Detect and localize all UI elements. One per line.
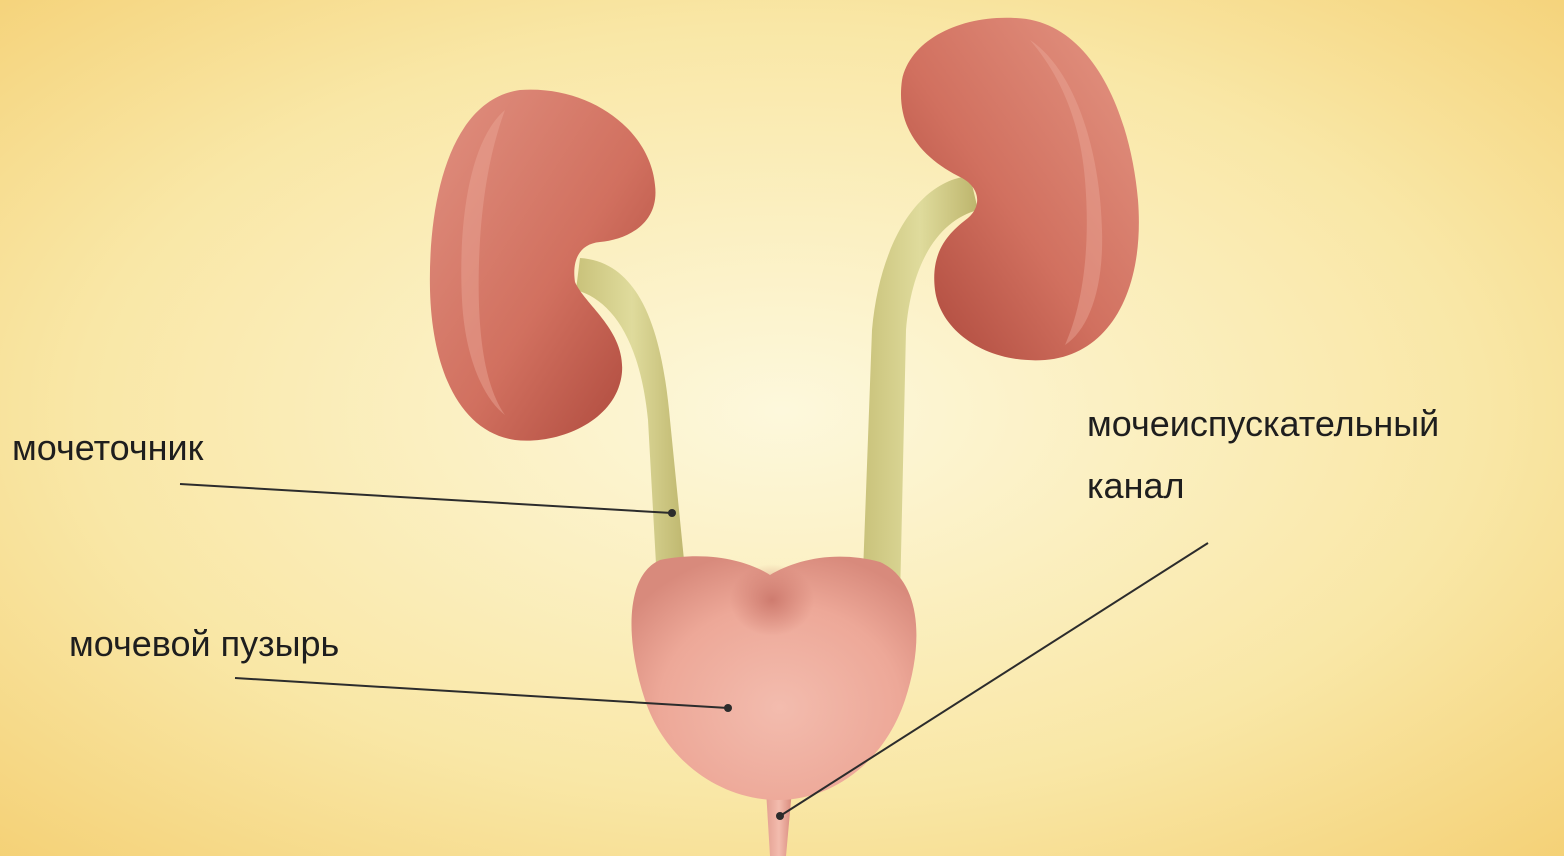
bladder-dimple [730, 564, 814, 636]
bladder-label: мочевой пузырь [69, 620, 339, 668]
ureter-pointer-dot [668, 509, 676, 517]
urethra-label-line1: мочеиспускательный [1087, 400, 1439, 448]
ureter-label: мочеточник [12, 424, 203, 472]
urethra-pointer-dot [776, 812, 784, 820]
urethra-label-line2: канал [1087, 462, 1184, 510]
bladder-pointer-dot [724, 704, 732, 712]
